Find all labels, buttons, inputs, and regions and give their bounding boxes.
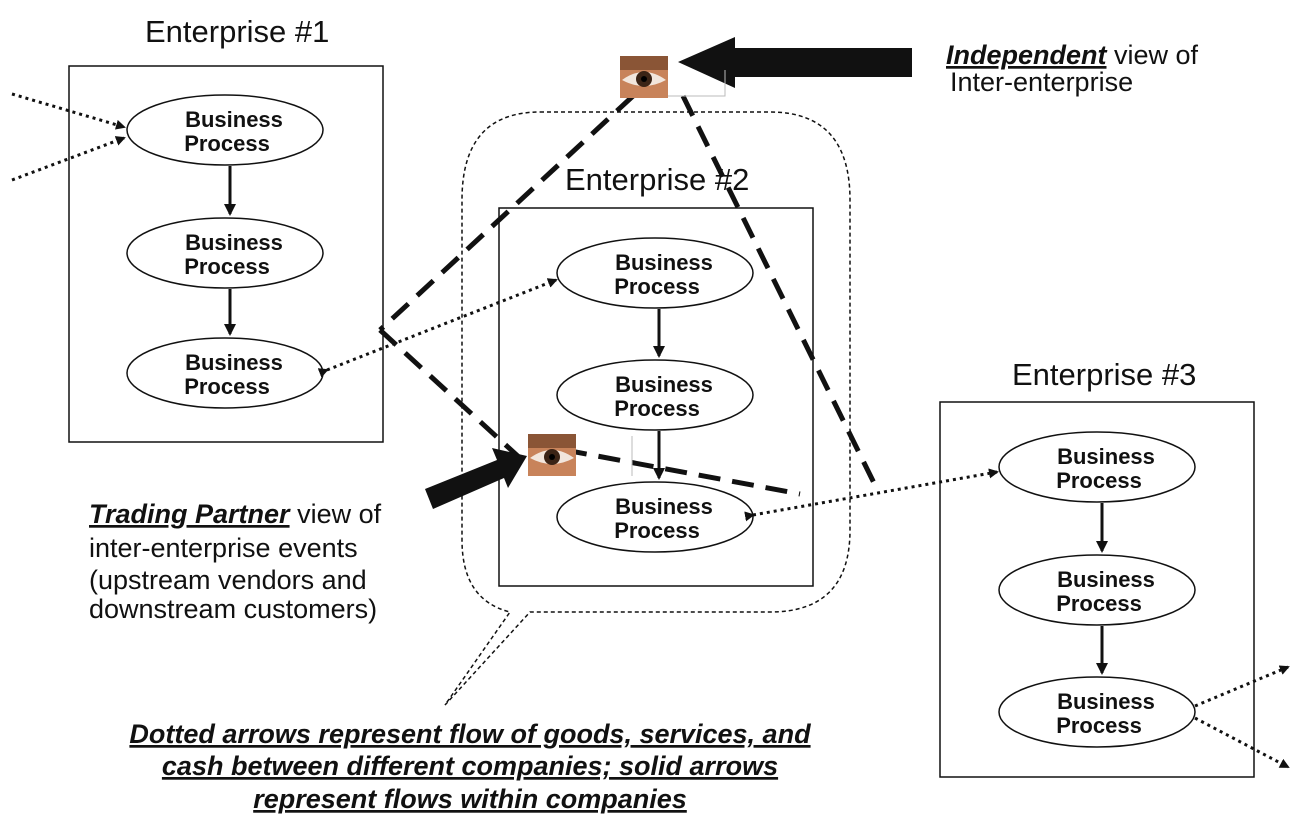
trading-partner-caption-line4: downstream customers) — [89, 594, 377, 624]
independent-emphasis: Independent — [946, 40, 1108, 70]
trading-partner-view-pointer — [425, 448, 527, 509]
inter-company-flow-arrow — [744, 468, 999, 522]
process-label-line2: Process — [184, 131, 270, 156]
independent-rest: view of — [1107, 40, 1199, 70]
enterprise-2-box — [498, 207, 814, 587]
process-label-line1: Business — [185, 107, 283, 132]
inter-company-flow-arrow — [1194, 665, 1290, 708]
process-label-line1: Business — [185, 350, 283, 375]
trading-partner-caption-line3: (upstream vendors and — [89, 565, 367, 595]
eye-icon — [620, 56, 726, 98]
eye-icon — [528, 434, 633, 476]
enterprise-2-bubble — [444, 111, 851, 706]
independent-view-cone-edge — [680, 94, 879, 489]
process-label-line2: Process — [614, 396, 700, 421]
footer-line1: Dotted arrows represent flow of goods, s… — [129, 719, 811, 749]
process-node: Business Process — [126, 94, 324, 166]
inter-company-flow-arrow — [317, 278, 558, 378]
enterprise-3-title: Enterprise #3 — [1012, 357, 1196, 392]
independent-view-caption-line2: Inter-enterprise — [950, 67, 1133, 97]
enterprise-1-title: Enterprise #1 — [145, 14, 329, 49]
process-label-line2: Process — [614, 274, 700, 299]
process-node: Business Process — [998, 431, 1196, 503]
process-label-line1: Business — [185, 230, 283, 255]
process-label-line1: Business — [1057, 689, 1155, 714]
process-node: Business Process — [556, 237, 754, 309]
inter-company-flow-arrow — [11, 92, 126, 130]
process-label-line2: Process — [184, 374, 270, 399]
independent-view-pointer — [678, 37, 912, 88]
footer-line2: cash between different companies; solid … — [162, 751, 778, 781]
enterprise-1-box — [68, 65, 384, 443]
inter-company-flow-arrow — [11, 136, 126, 182]
process-label-line2: Process — [1056, 591, 1142, 616]
enterprise-3-box — [939, 401, 1255, 778]
process-label-line1: Business — [615, 494, 713, 519]
inter-company-flow-arrow — [1194, 716, 1290, 769]
trading-partner-caption-line2: inter-enterprise events — [89, 533, 358, 563]
process-label-line1: Business — [1057, 444, 1155, 469]
process-node: Business Process — [556, 359, 754, 431]
process-node: Business Process — [126, 337, 324, 409]
process-label-line1: Business — [615, 250, 713, 275]
process-label-line2: Process — [184, 254, 270, 279]
process-node: Business Process — [556, 481, 754, 553]
process-label-line2: Process — [1056, 713, 1142, 738]
process-label-line2: Process — [614, 518, 700, 543]
enterprise-2-title: Enterprise #2 — [565, 162, 749, 197]
independent-view-cone-edge — [378, 328, 535, 472]
independent-view-cone-edge — [378, 94, 635, 332]
process-node: Business Process — [998, 554, 1196, 626]
process-node: Business Process — [126, 217, 324, 289]
footer-line3: represent flows within companies — [253, 784, 687, 814]
independent-view-caption: Independent view of — [946, 40, 1199, 70]
trading-partner-rest: view of — [290, 499, 382, 529]
process-label-line1: Business — [615, 372, 713, 397]
trading-partner-caption: Trading Partner view of — [89, 499, 382, 529]
process-label-line2: Process — [1056, 468, 1142, 493]
process-label-line1: Business — [1057, 567, 1155, 592]
trading-partner-view-line — [564, 447, 801, 497]
process-node: Business Process — [998, 676, 1196, 748]
trading-partner-emphasis: Trading Partner — [89, 499, 291, 529]
